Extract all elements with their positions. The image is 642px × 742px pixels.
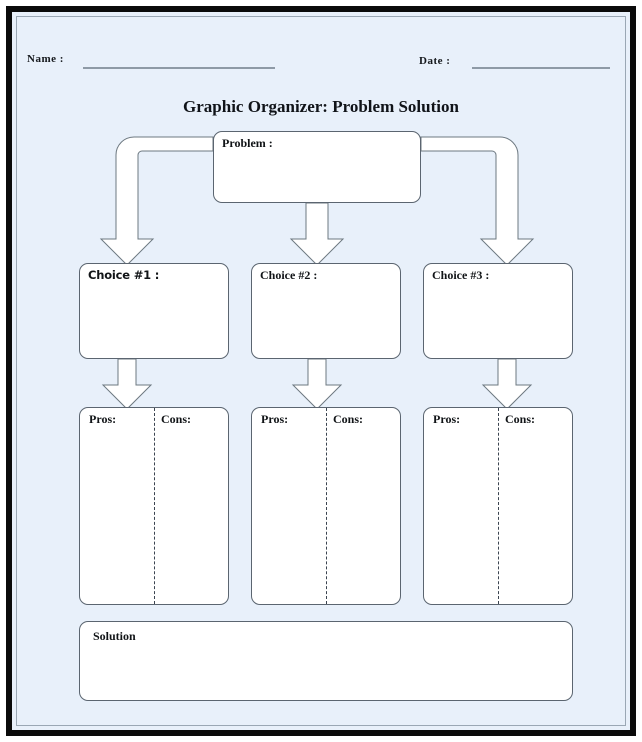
pros-cons-box-2[interactable]: Pros: Cons: (251, 407, 401, 605)
pros-label-1: Pros: (89, 412, 117, 426)
arrow-problem-to-choice1 (99, 136, 214, 266)
pros-cons-box-1[interactable]: Pros: Cons: (79, 407, 229, 605)
arrow-choice3-to-proscons3 (481, 358, 533, 410)
name-input-line[interactable] (83, 67, 275, 69)
pros-cons-box-3[interactable]: Pros: Cons: (423, 407, 573, 605)
choice-box-1[interactable]: Choice #1 : (79, 263, 229, 359)
solution-label: Solution (93, 629, 136, 643)
choice-label-3: Choice #3 : (432, 268, 490, 282)
worksheet-content: Name : Date : Graphic Organizer: Problem… (17, 17, 625, 725)
date-input-line[interactable] (472, 67, 610, 69)
arrow-choice1-to-proscons1 (101, 358, 153, 410)
arrow-problem-to-choice2 (289, 202, 345, 266)
cons-label-1: Cons: (161, 412, 192, 426)
solution-box[interactable]: Solution (79, 621, 573, 701)
choice-box-3[interactable]: Choice #3 : (423, 263, 573, 359)
arrow-choice2-to-proscons2 (291, 358, 343, 410)
pros-cons-divider-1 (154, 408, 155, 604)
cons-label-3: Cons: (505, 412, 536, 426)
problem-box[interactable]: Problem : (213, 131, 421, 203)
date-label: Date : (419, 55, 451, 67)
choice-box-2[interactable]: Choice #2 : (251, 263, 401, 359)
choice-label-1: Choice #1 : (88, 268, 160, 282)
problem-label: Problem : (222, 136, 273, 150)
page-title: Graphic Organizer: Problem Solution (183, 97, 459, 116)
pros-label-2: Pros: (261, 412, 289, 426)
arrow-problem-to-choice3 (420, 136, 535, 266)
pros-cons-divider-3 (498, 408, 499, 604)
cons-label-2: Cons: (333, 412, 364, 426)
choice-label-2: Choice #2 : (260, 268, 318, 282)
name-label: Name : (27, 53, 64, 65)
pros-label-3: Pros: (433, 412, 461, 426)
pros-cons-divider-2 (326, 408, 327, 604)
connector-arrows (99, 136, 535, 410)
